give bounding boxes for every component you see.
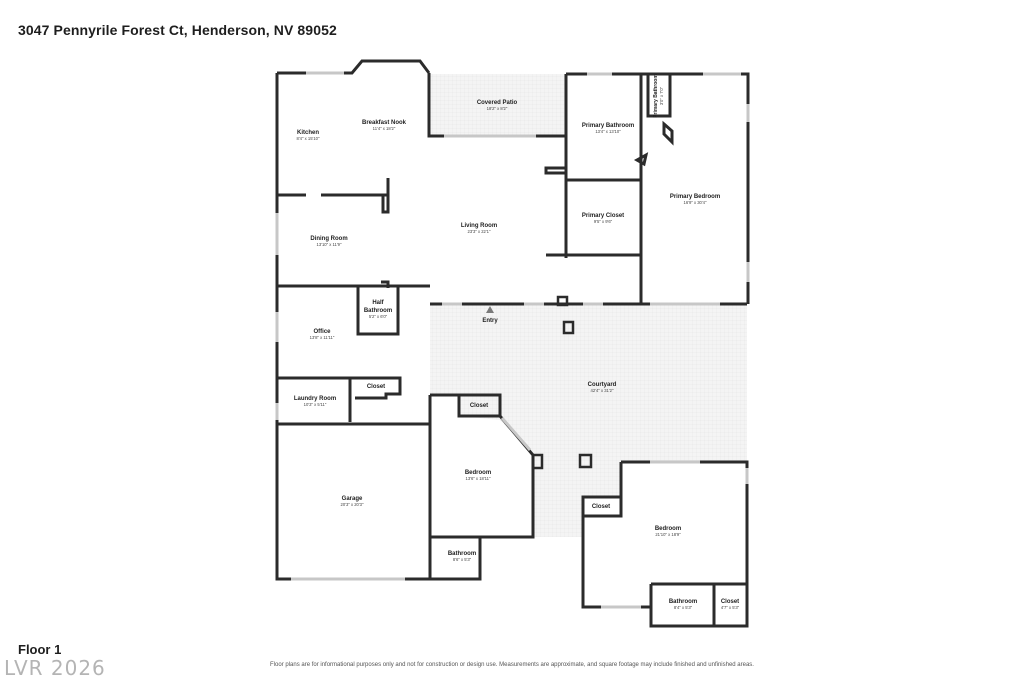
office-label: Office bbox=[313, 329, 331, 335]
pillars bbox=[531, 295, 593, 470]
garage-label: Garage bbox=[342, 496, 363, 502]
covered-patio-area bbox=[429, 74, 566, 136]
bathroom2-dimensions: 8'4" x 5'3" bbox=[674, 605, 693, 610]
kitchen-dimensions: 8'4" x 15'10" bbox=[297, 136, 320, 141]
covered-patio-dimensions: 18'2" x 8'2" bbox=[487, 106, 508, 111]
office-dimensions: 13'8" x 11'11" bbox=[310, 335, 335, 340]
disclaimer-text: Floor plans are for informational purpos… bbox=[270, 662, 754, 668]
primary-bathroom-small-dimensions: 3'0" x 7'0" bbox=[659, 86, 664, 105]
living-room-dimensions: 23'3" x 22'1" bbox=[468, 229, 491, 234]
bathroom2-closet-label: Closet bbox=[721, 599, 739, 605]
living-room-label: Living Room bbox=[461, 223, 497, 229]
covered-patio-label: Covered Patio bbox=[477, 100, 518, 106]
bedroom2-label: Bedroom bbox=[655, 526, 681, 532]
courtyard-label: Courtyard bbox=[588, 382, 617, 388]
primary-bathroom-label: Primary Bathroom bbox=[582, 123, 634, 129]
primary-closet-dimensions: 9'5" x 9'6" bbox=[594, 219, 613, 224]
courtyard-dimensions: 42'4" x 31'2" bbox=[591, 388, 614, 393]
entry-label: Entry bbox=[482, 318, 498, 324]
primary-bedroom-dimensions: 16'9" x 30'4" bbox=[684, 200, 707, 205]
kitchen-label: Kitchen bbox=[297, 130, 319, 136]
bathroom1-label: Bathroom bbox=[448, 551, 476, 557]
dining-room-dimensions: 13'10" x 11'9" bbox=[317, 242, 342, 247]
watermark: LVR 2026 bbox=[4, 656, 106, 680]
bedroom1-dimensions: 13'6" x 18'11" bbox=[466, 476, 491, 481]
half-bathroom-label-line2: Bathroom bbox=[364, 308, 392, 314]
bedroom2-dimensions: 21'10" x 18'9" bbox=[655, 532, 681, 537]
floor-label: Floor 1 bbox=[18, 642, 62, 657]
bathroom2-closet-dimensions: 4'7" x 5'3" bbox=[721, 605, 740, 610]
breakfast-nook-dimensions: 11'4" x 18'2" bbox=[373, 126, 396, 131]
laundry-room-label: Laundry Room bbox=[294, 396, 336, 402]
laundry-room-dimensions: 10'3" x 5'11" bbox=[304, 402, 327, 407]
garage-dimensions: 20'3" x 20'3" bbox=[341, 502, 364, 507]
entry-arrow-icon bbox=[486, 306, 494, 313]
primary-closet-label: Primary Closet bbox=[582, 213, 624, 219]
bedroom1-label: Bedroom bbox=[465, 470, 491, 476]
breakfast-nook-label: Breakfast Nook bbox=[362, 120, 407, 126]
bedroom1-closet-label: Closet bbox=[470, 403, 488, 409]
dining-room-label: Dining Room bbox=[310, 236, 347, 242]
courtyard-area bbox=[430, 304, 747, 537]
primary-bathroom-dimensions: 13'4" x 13'10" bbox=[595, 129, 621, 134]
bathroom2-label: Bathroom bbox=[669, 599, 697, 605]
bedroom2-closet-label: Closet bbox=[592, 504, 610, 510]
walls bbox=[275, 59, 750, 628]
bathroom1-dimensions: 8'6" x 5'3" bbox=[453, 557, 472, 562]
primary-bathroom-small-label: Primary Bathroom bbox=[653, 74, 659, 118]
laundry-closet-label: Closet bbox=[367, 384, 385, 390]
property-address: 3047 Pennyrile Forest Ct, Henderson, NV … bbox=[18, 22, 337, 38]
windows bbox=[275, 71, 750, 609]
half-bathroom-label-line1: Half bbox=[372, 300, 384, 306]
primary-bedroom-label: Primary Bedroom bbox=[670, 194, 720, 200]
half-bathroom-dimensions: 5'2" x 6'0" bbox=[369, 314, 388, 319]
